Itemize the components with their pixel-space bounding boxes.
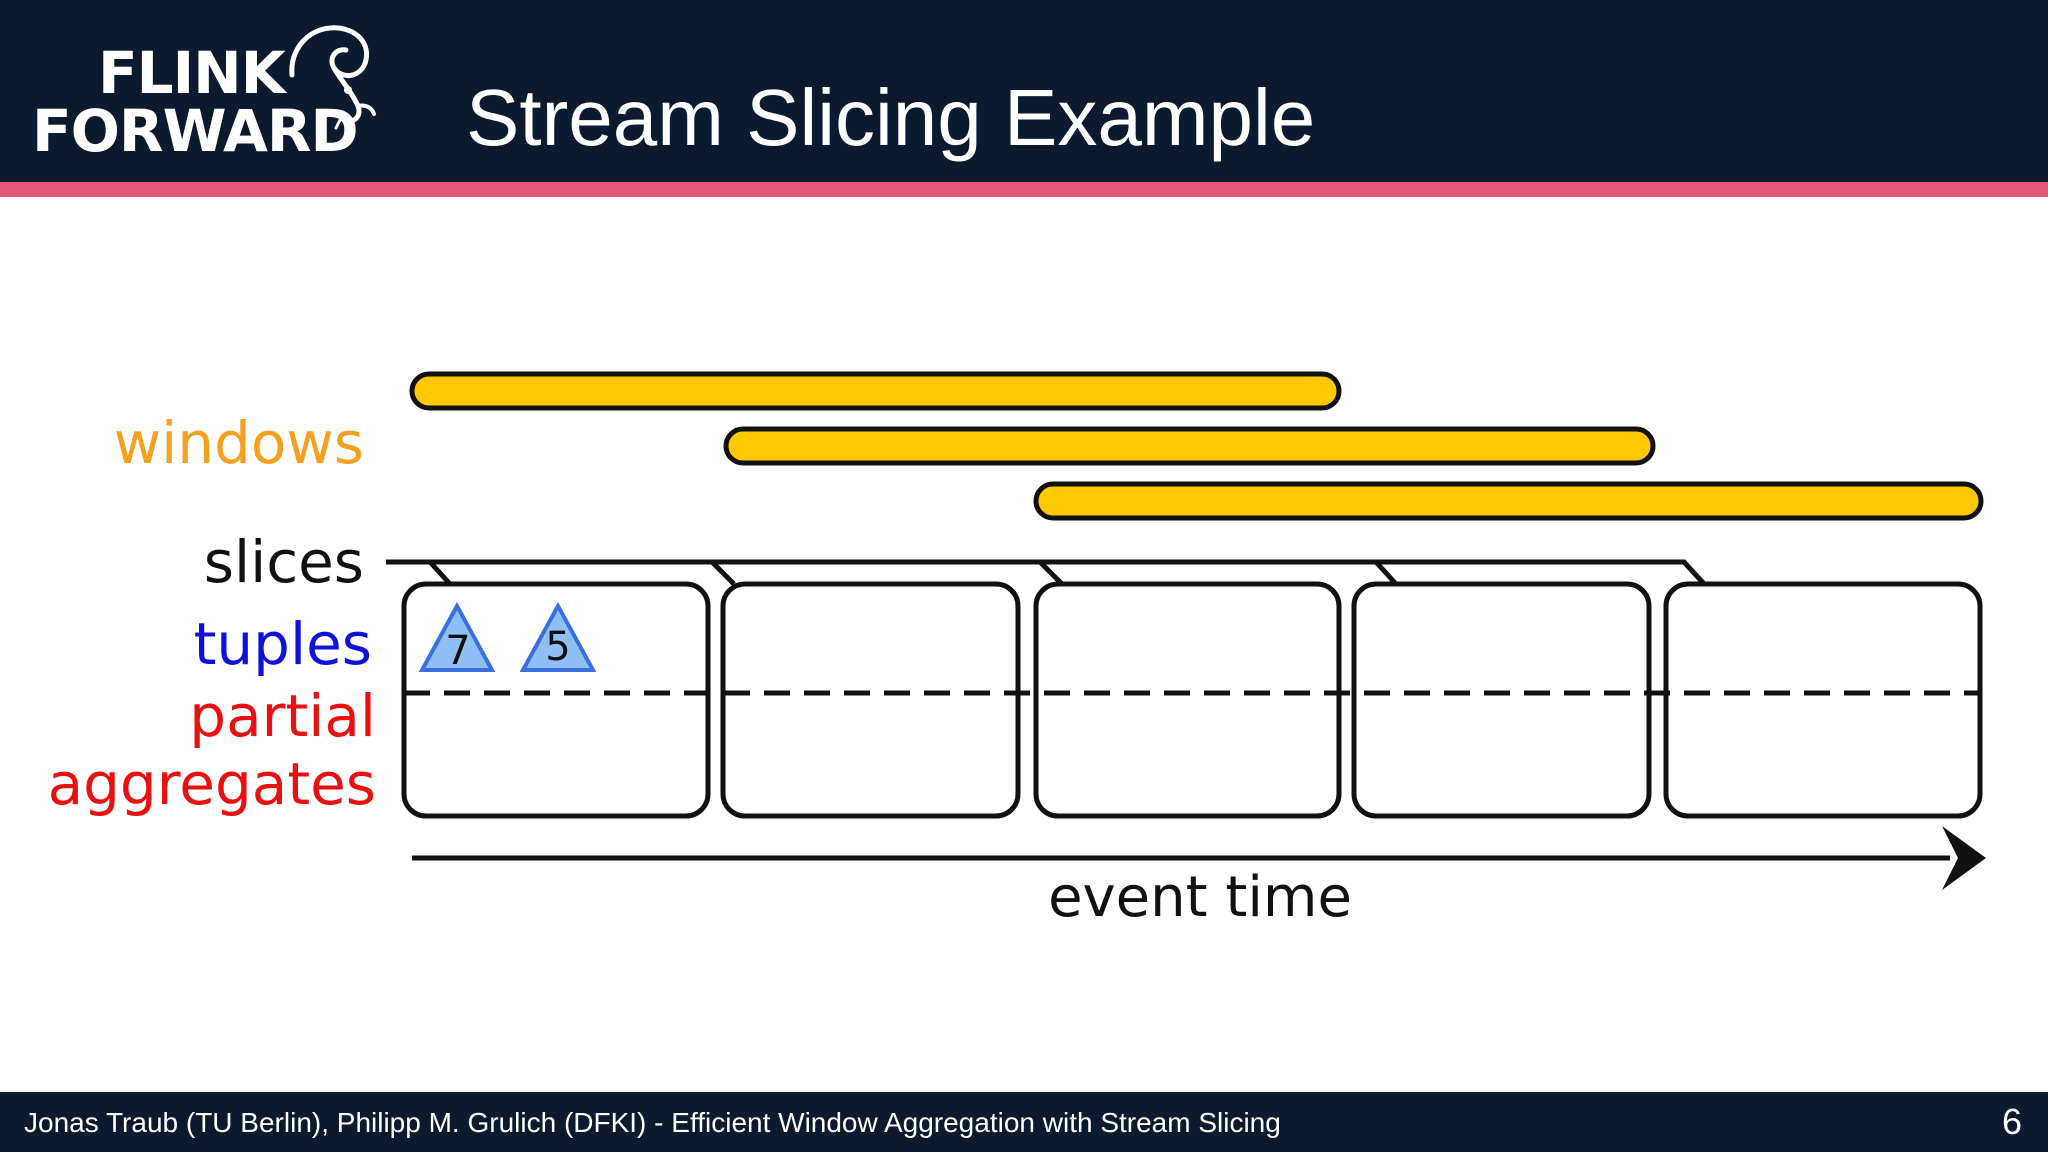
slice-tick-1 xyxy=(428,560,452,586)
accent-stripe xyxy=(0,182,2048,197)
logo-text-line2: FORWARD xyxy=(32,97,359,165)
label-tuples: tuples xyxy=(194,610,372,678)
tuple-triangle-1 xyxy=(418,601,496,672)
stream-slicing-diagram: windows slices tuples partial aggregates… xyxy=(48,371,1986,930)
window-bar-2 xyxy=(723,426,1656,466)
label-windows: windows xyxy=(114,409,364,477)
slice-tick-4 xyxy=(1374,560,1398,586)
slice-box-1 xyxy=(401,581,711,819)
slide-title: Stream Slicing Example xyxy=(466,73,1316,162)
axis-arrowhead xyxy=(1942,826,1986,890)
flink-forward-logo: FLINK FORWARD xyxy=(30,20,380,170)
slices-bracket xyxy=(386,559,1708,588)
tuple-value-1: 7 xyxy=(445,628,470,674)
footer-credits: Jonas Traub (TU Berlin), Philipp M. Grul… xyxy=(24,1107,1281,1138)
window-bar-3 xyxy=(1033,481,1984,521)
slice-tick-3 xyxy=(1038,560,1064,586)
axis-label: event time xyxy=(1048,865,1352,930)
tuple-value-2: 5 xyxy=(545,624,570,670)
slice-box-3 xyxy=(1033,581,1342,819)
label-aggregates: aggregates xyxy=(48,750,376,818)
slice-box-4 xyxy=(1351,581,1652,819)
squirrel-icon xyxy=(289,25,376,130)
window-bar-1 xyxy=(409,371,1342,411)
slide-header: FLINK FORWARD Stream Slicing Example xyxy=(0,0,2048,182)
slice-tick-2 xyxy=(710,560,736,586)
tuple-triangle-2 xyxy=(519,601,597,672)
logo-text-line1: FLINK xyxy=(98,39,286,107)
slide-footer: Jonas Traub (TU Berlin), Philipp M. Grul… xyxy=(0,1092,2048,1152)
label-partial: partial xyxy=(189,682,376,750)
slice-box-2 xyxy=(720,581,1021,819)
label-slices: slices xyxy=(204,528,364,596)
slice-box-5 xyxy=(1663,581,1983,819)
page-number: 6 xyxy=(2001,1101,2022,1142)
